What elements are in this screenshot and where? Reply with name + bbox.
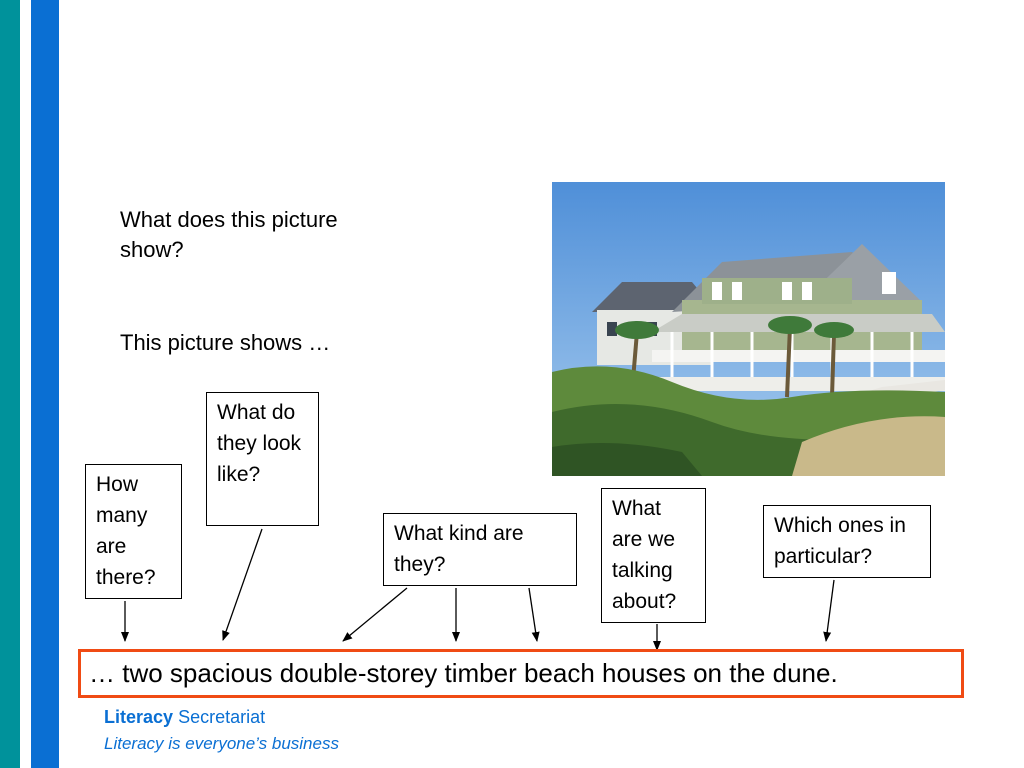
footer-brand-rest: Secretariat [178,707,266,727]
box-look-like: What do they look like? [206,392,319,526]
prompt-picture-shows: This picture shows … [120,330,331,355]
footer-brand-bold: Literacy [104,707,174,727]
footer-brand: Literacy Secretariat [104,707,265,728]
arrow-which-ones [823,579,835,642]
arrow-what-kind-left [342,587,408,642]
box-how-many: How many are there? [85,464,182,599]
question-what-show: What does this picture show? [120,207,338,262]
left-blue-bar [31,0,59,768]
arrow-what-kind-right [528,587,540,642]
footer-tagline: Literacy is everyone’s business [104,734,339,753]
arrow-look-like [222,528,263,641]
box-what-kind: What kind are they? [383,513,577,586]
beach-houses-photo [552,182,945,476]
left-teal-bar [0,0,20,768]
answer-sentence: … two spacious double-storey timber beac… [78,649,964,698]
box-talking-about: What are we talking about? [601,488,706,623]
box-which-ones: Which ones in particular? [763,505,931,578]
